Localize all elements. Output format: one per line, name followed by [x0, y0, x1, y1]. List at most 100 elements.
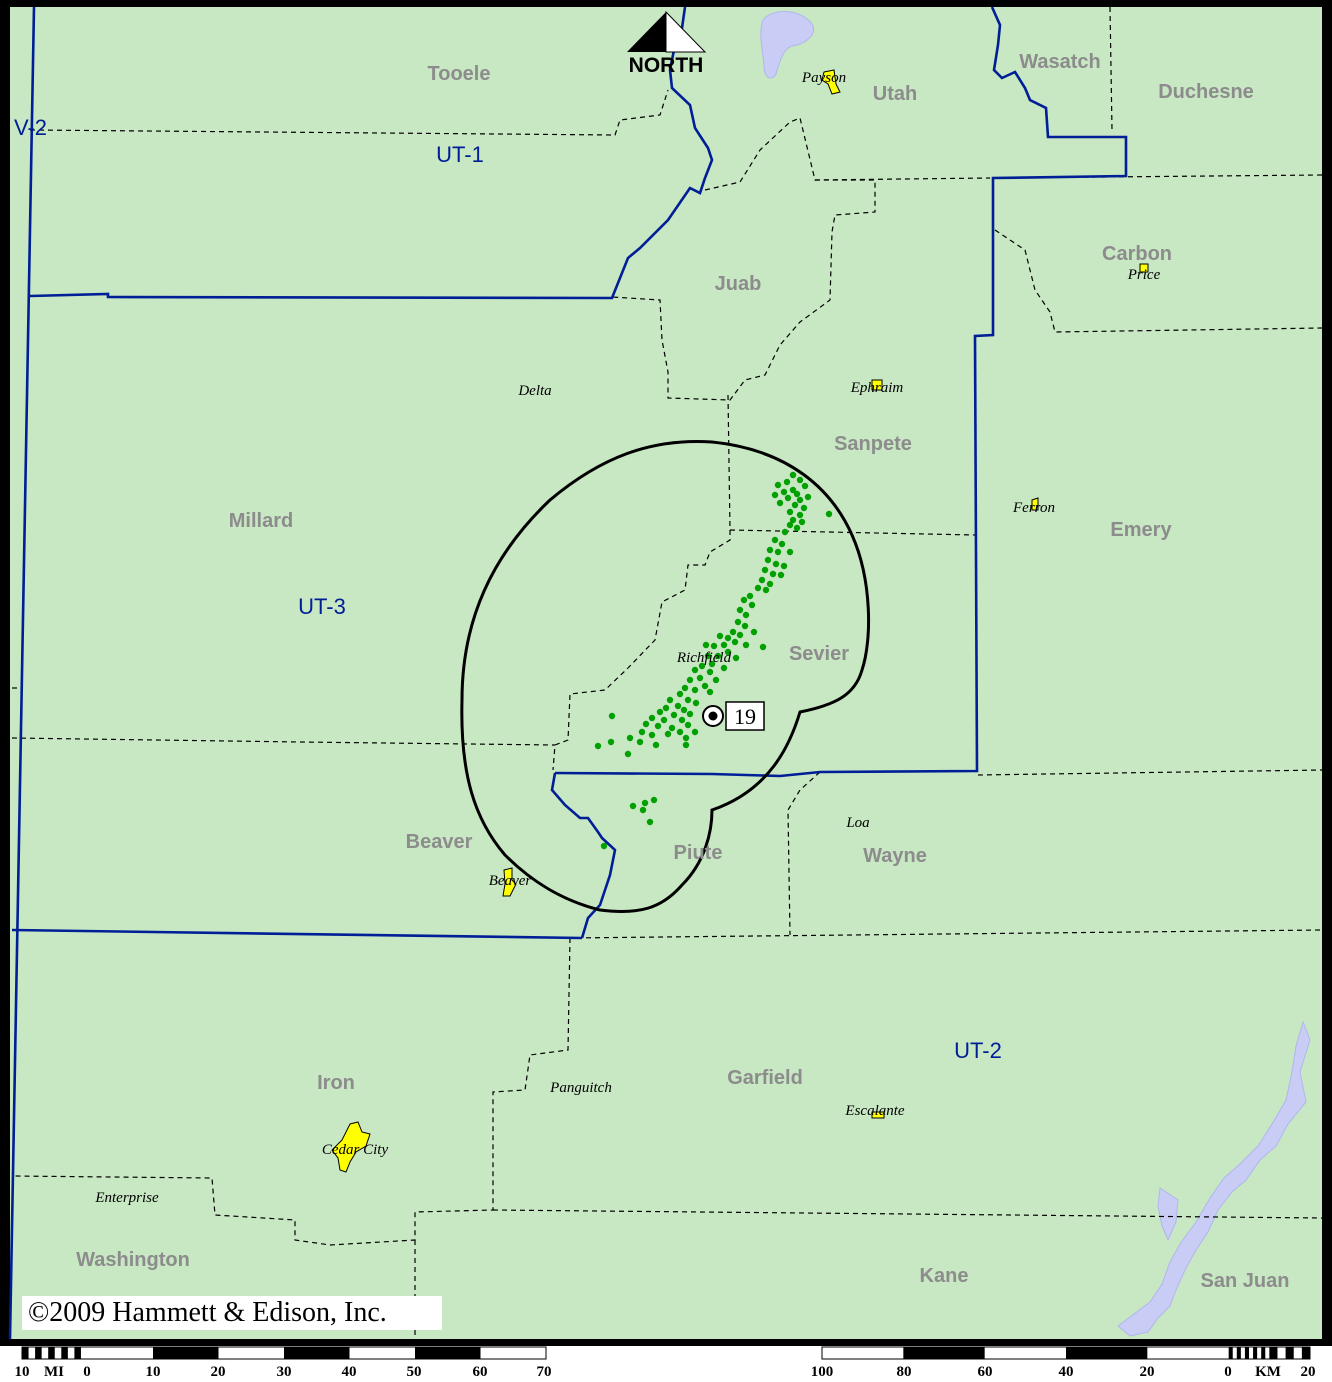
scale-unit-label: KM — [1255, 1364, 1281, 1380]
scale-block — [1228, 1347, 1233, 1359]
scale-block — [61, 1347, 68, 1359]
coverage-contour[interactable] — [460, 440, 871, 914]
coverage-point — [594, 742, 602, 750]
county-label: Wasatch — [1019, 51, 1101, 73]
coverage-point — [684, 721, 692, 729]
scale-block — [1301, 1347, 1310, 1359]
scale-bar-km — [821, 1346, 1311, 1360]
copyright-notice: ©2009 Hammett & Edison, Inc. — [22, 1296, 442, 1330]
coverage-point — [712, 676, 720, 684]
scale-tick-label: 100 — [811, 1364, 834, 1380]
district-label: UT-1 — [436, 142, 484, 167]
coverage-point — [629, 802, 637, 810]
coverage-point — [783, 478, 791, 486]
coverage-point — [648, 714, 656, 722]
scale-tick-label: 30 — [277, 1364, 292, 1380]
coverage-point — [682, 734, 690, 742]
scale-tick-label: 70 — [537, 1364, 552, 1380]
district-line-piute — [550, 772, 617, 939]
scale-block — [153, 1347, 219, 1359]
city-labels: Payson Price Delta Ephraim Ferron Richfi… — [94, 70, 1160, 1206]
coverage-point — [624, 750, 632, 758]
city-label: Cedar City — [322, 1142, 389, 1158]
coverage-point — [750, 628, 758, 636]
coverage-point — [646, 818, 654, 826]
coverage-point — [676, 690, 684, 698]
coverage-point — [641, 799, 649, 807]
city-marker-payson — [821, 69, 841, 95]
coverage-point — [686, 710, 694, 718]
coverage-point — [748, 601, 756, 609]
county-label: Utah — [873, 83, 917, 105]
coverage-point — [724, 648, 732, 656]
coverage-point — [774, 548, 782, 556]
coverage-point — [771, 491, 779, 499]
scale-tick-label: 10 — [15, 1364, 30, 1380]
coverage-point — [714, 652, 722, 660]
county-label: San Juan — [1201, 1270, 1290, 1292]
coverage-point — [691, 686, 699, 694]
transmitter-site[interactable]: 19 — [702, 701, 765, 731]
land-area — [10, 7, 1322, 1339]
scale-bar-miles-blocks — [22, 1347, 481, 1359]
coverage-point — [777, 571, 785, 579]
scale-block — [1253, 1347, 1258, 1359]
coverage-point — [804, 493, 812, 501]
scale-labels-km: 100 80 60 40 20 0 KM 20 — [811, 1364, 1316, 1380]
scale-bar-miles — [21, 1346, 547, 1360]
coverage-point — [734, 618, 742, 626]
scale-tick-label: 60 — [473, 1364, 488, 1380]
coverage-point — [736, 606, 744, 614]
coverage-point — [742, 611, 750, 619]
coverage-point — [724, 634, 732, 642]
city-label: Beaver — [489, 873, 532, 889]
scale-block — [284, 1347, 350, 1359]
coverage-point — [684, 696, 692, 704]
coverage-point — [680, 706, 688, 714]
coverage-point — [600, 842, 608, 850]
city-label: Ephraim — [850, 380, 904, 396]
coverage-point — [729, 628, 737, 636]
scale-tick-label: 20 — [211, 1364, 226, 1380]
coverage-point — [638, 728, 646, 736]
coverage-point — [778, 540, 786, 548]
water-bodies — [760, 11, 1311, 1337]
site-label-box — [725, 701, 765, 731]
coverage-point — [789, 486, 797, 494]
coverage-point — [774, 481, 782, 489]
county-label: Piute — [674, 842, 723, 864]
city-label: Delta — [517, 383, 551, 399]
city-marker-ferron — [1031, 497, 1039, 511]
coverage-point — [746, 592, 754, 600]
city-marker-price — [1139, 263, 1149, 273]
coverage-point — [772, 560, 780, 568]
county-boundaries — [11, 6, 1323, 1339]
scale-tick-label: 0 — [83, 1364, 91, 1380]
coverage-point — [784, 494, 792, 502]
scale-block — [35, 1347, 42, 1359]
district-boundaries — [8, 6, 1128, 1340]
coverage-point — [704, 652, 712, 660]
coverage-point — [652, 741, 660, 749]
coverage-point — [691, 666, 699, 674]
coverage-point — [780, 488, 788, 496]
coverage-point — [793, 490, 801, 498]
coverage-point — [796, 476, 804, 484]
coverage-point — [769, 570, 777, 578]
district-line-ut1-ut3 — [29, 6, 714, 300]
coverage-point — [780, 562, 788, 570]
coverage-point — [786, 548, 794, 556]
coverage-point — [681, 684, 689, 692]
coverage-point — [776, 499, 784, 507]
coverage-point — [670, 711, 678, 719]
city-label: Loa — [845, 815, 869, 831]
coverage-point — [781, 528, 789, 536]
scale-unit-label: MI — [44, 1364, 64, 1380]
coverage-point — [702, 641, 710, 649]
scale-tick-label: 80 — [897, 1364, 912, 1380]
scale-block — [415, 1347, 481, 1359]
coverage-point — [650, 796, 658, 804]
coverage-point — [642, 720, 650, 728]
scale-block — [1236, 1347, 1241, 1359]
